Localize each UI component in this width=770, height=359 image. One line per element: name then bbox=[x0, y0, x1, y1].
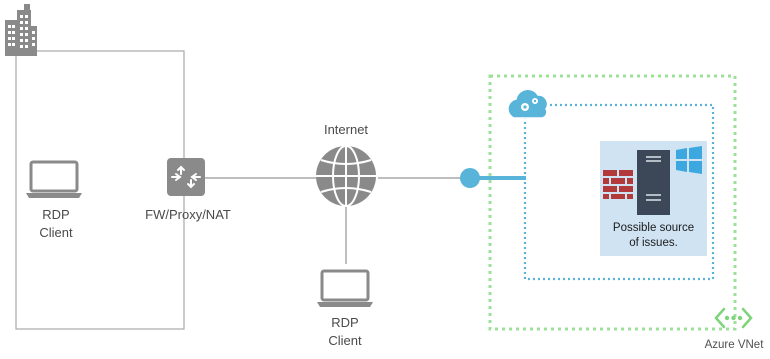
issue-note-line1: Possible source bbox=[612, 222, 695, 234]
firewall-icon bbox=[603, 170, 633, 199]
laptop-icon bbox=[26, 160, 82, 198]
internet-label: Internet bbox=[323, 122, 369, 137]
onprem-client-label-line2: Client bbox=[39, 225, 73, 240]
endpoint-node bbox=[460, 168, 480, 188]
remote-client-label-line2: Client bbox=[328, 333, 362, 348]
subnet-boundary bbox=[523, 103, 715, 281]
building-icon bbox=[5, 4, 37, 56]
onprem-client-label: RDP Client bbox=[26, 206, 86, 242]
issue-note: Possible source of issues. bbox=[600, 221, 707, 251]
vnet-label: Azure VNet bbox=[704, 339, 764, 351]
onprem-client-label-line1: RDP bbox=[42, 207, 70, 222]
remote-client-label-line1: RDP bbox=[331, 315, 359, 330]
windows-icon bbox=[676, 146, 702, 174]
globe-icon bbox=[316, 145, 376, 207]
vnet-boundary bbox=[488, 74, 737, 331]
laptop-icon bbox=[317, 269, 373, 307]
cloud-service-icon bbox=[507, 88, 549, 119]
remote-client-label: RDP Client bbox=[315, 314, 375, 350]
server-icon bbox=[637, 150, 670, 215]
router-icon bbox=[167, 158, 205, 196]
firewall-label: FW/Proxy/NAT bbox=[145, 207, 231, 222]
issue-note-line2: of issues. bbox=[629, 237, 678, 249]
vnet-icon bbox=[714, 307, 753, 329]
